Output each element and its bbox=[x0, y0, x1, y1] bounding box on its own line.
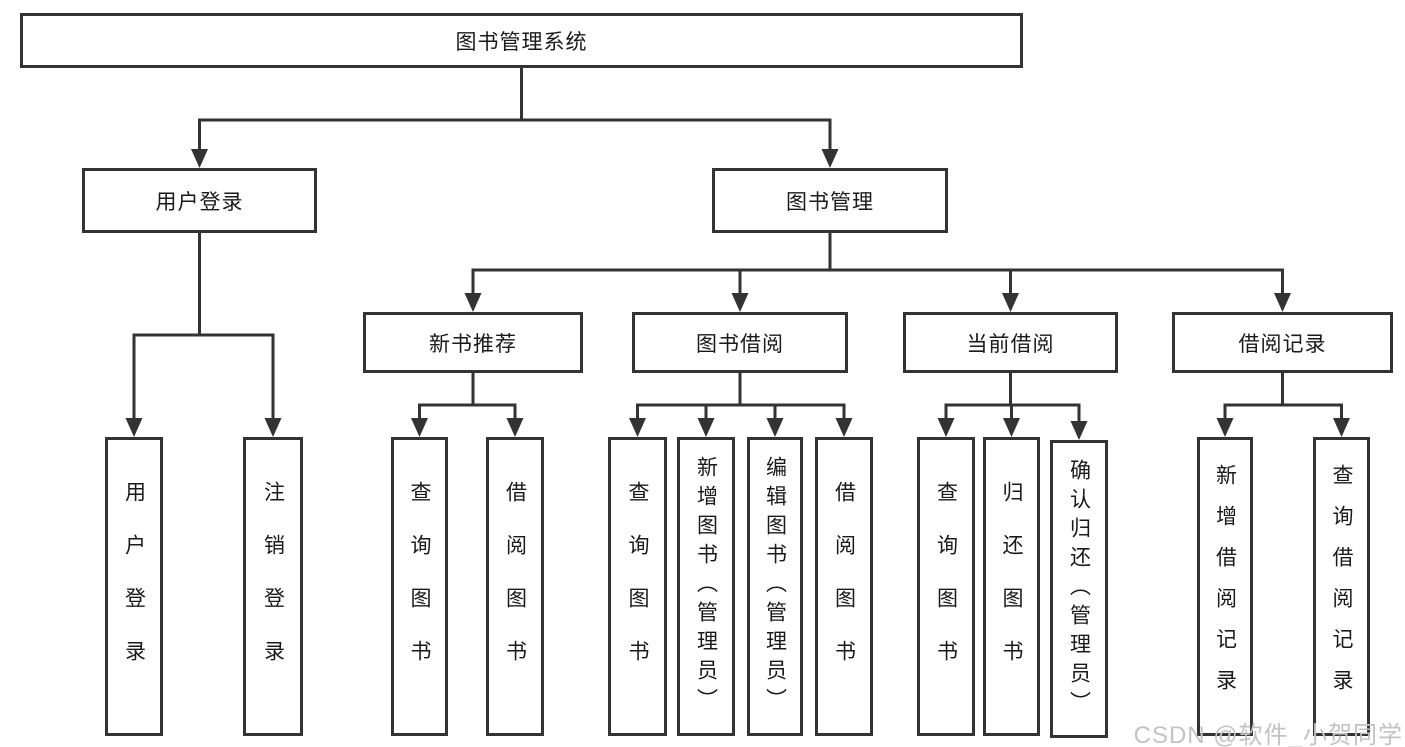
leaf-user-login: 用户登录 bbox=[105, 437, 163, 736]
leaf-query-book-2: 查询图书 bbox=[608, 437, 667, 736]
leaf-borrow-book-1-label: 借阅图书 bbox=[503, 480, 527, 693]
leaf-query-book-1-label: 查询图书 bbox=[408, 480, 431, 693]
node-user-login-label: 用户登录 bbox=[155, 190, 244, 214]
arrowheads bbox=[125, 149, 1350, 440]
connector-root-to-level2 bbox=[198, 68, 832, 152]
node-new-book-recommend-label: 新书推荐 bbox=[429, 332, 517, 356]
leaf-query-book-1: 查询图书 bbox=[391, 437, 448, 736]
connector-newbookrec-to-leaves bbox=[418, 373, 517, 424]
leaf-query-borrow-record: 查询借阅记录 bbox=[1313, 437, 1370, 736]
csdn-watermark: CSDN @软件_小贺同学 bbox=[1133, 722, 1403, 747]
leaf-query-book-3-label: 查询图书 bbox=[934, 480, 958, 693]
leaf-query-book-3: 查询图书 bbox=[917, 437, 975, 736]
leaf-query-book-2-label: 查询图书 bbox=[626, 480, 649, 693]
leaf-logout: 注销登录 bbox=[243, 437, 303, 736]
node-current-borrow-label: 当前借阅 bbox=[966, 332, 1055, 356]
node-book-borrow-label: 图书借阅 bbox=[696, 332, 784, 356]
node-book-management-label: 图书管理 bbox=[786, 190, 874, 214]
leaf-confirm-return-admin: 确认归还（管理员） bbox=[1050, 440, 1108, 738]
node-borrow-record-label: 借阅记录 bbox=[1238, 332, 1327, 356]
leaf-confirm-return-admin-label: 确认归还（管理员） bbox=[1067, 458, 1091, 720]
node-book-management: 图书管理 bbox=[712, 168, 948, 233]
leaf-add-book-admin: 新增图书（管理员） bbox=[677, 437, 735, 736]
connector-userlogin-to-leaves bbox=[132, 233, 275, 424]
node-new-book-recommend: 新书推荐 bbox=[363, 312, 583, 373]
connector-currentborrow-to-leaves bbox=[944, 373, 1081, 427]
leaf-borrow-book-2: 借阅图书 bbox=[815, 437, 873, 736]
connector-bookborrow-to-leaves bbox=[636, 373, 846, 424]
leaf-add-borrow-record-label: 新增借阅记录 bbox=[1213, 463, 1237, 710]
connector-bookmgmt-to-level3 bbox=[471, 233, 1284, 299]
node-borrow-record: 借阅记录 bbox=[1172, 312, 1393, 373]
leaf-user-login-label: 用户登录 bbox=[122, 480, 146, 693]
node-root-label: 图书管理系统 bbox=[455, 30, 588, 54]
node-current-borrow: 当前借阅 bbox=[903, 312, 1118, 373]
leaf-edit-book-admin: 编辑图书（管理员） bbox=[747, 437, 803, 736]
leaf-add-borrow-record: 新增借阅记录 bbox=[1197, 437, 1253, 736]
leaf-return-book-label: 归还图书 bbox=[1000, 480, 1023, 693]
leaf-logout-label: 注销登录 bbox=[261, 480, 285, 693]
node-book-borrow: 图书借阅 bbox=[632, 312, 848, 373]
leaf-edit-book-admin-label: 编辑图书（管理员） bbox=[763, 456, 787, 717]
leaf-borrow-book-1: 借阅图书 bbox=[486, 437, 544, 736]
leaf-query-borrow-record-label: 查询借阅记录 bbox=[1330, 463, 1353, 710]
node-user-login: 用户登录 bbox=[82, 168, 317, 233]
node-root: 图书管理系统 bbox=[20, 13, 1023, 68]
connector-borrowrecord-to-leaves bbox=[1223, 373, 1343, 424]
leaf-return-book: 归还图书 bbox=[983, 437, 1040, 736]
leaf-add-book-admin-label: 新增图书（管理员） bbox=[694, 456, 718, 717]
leaf-borrow-book-2-label: 借阅图书 bbox=[832, 480, 856, 693]
